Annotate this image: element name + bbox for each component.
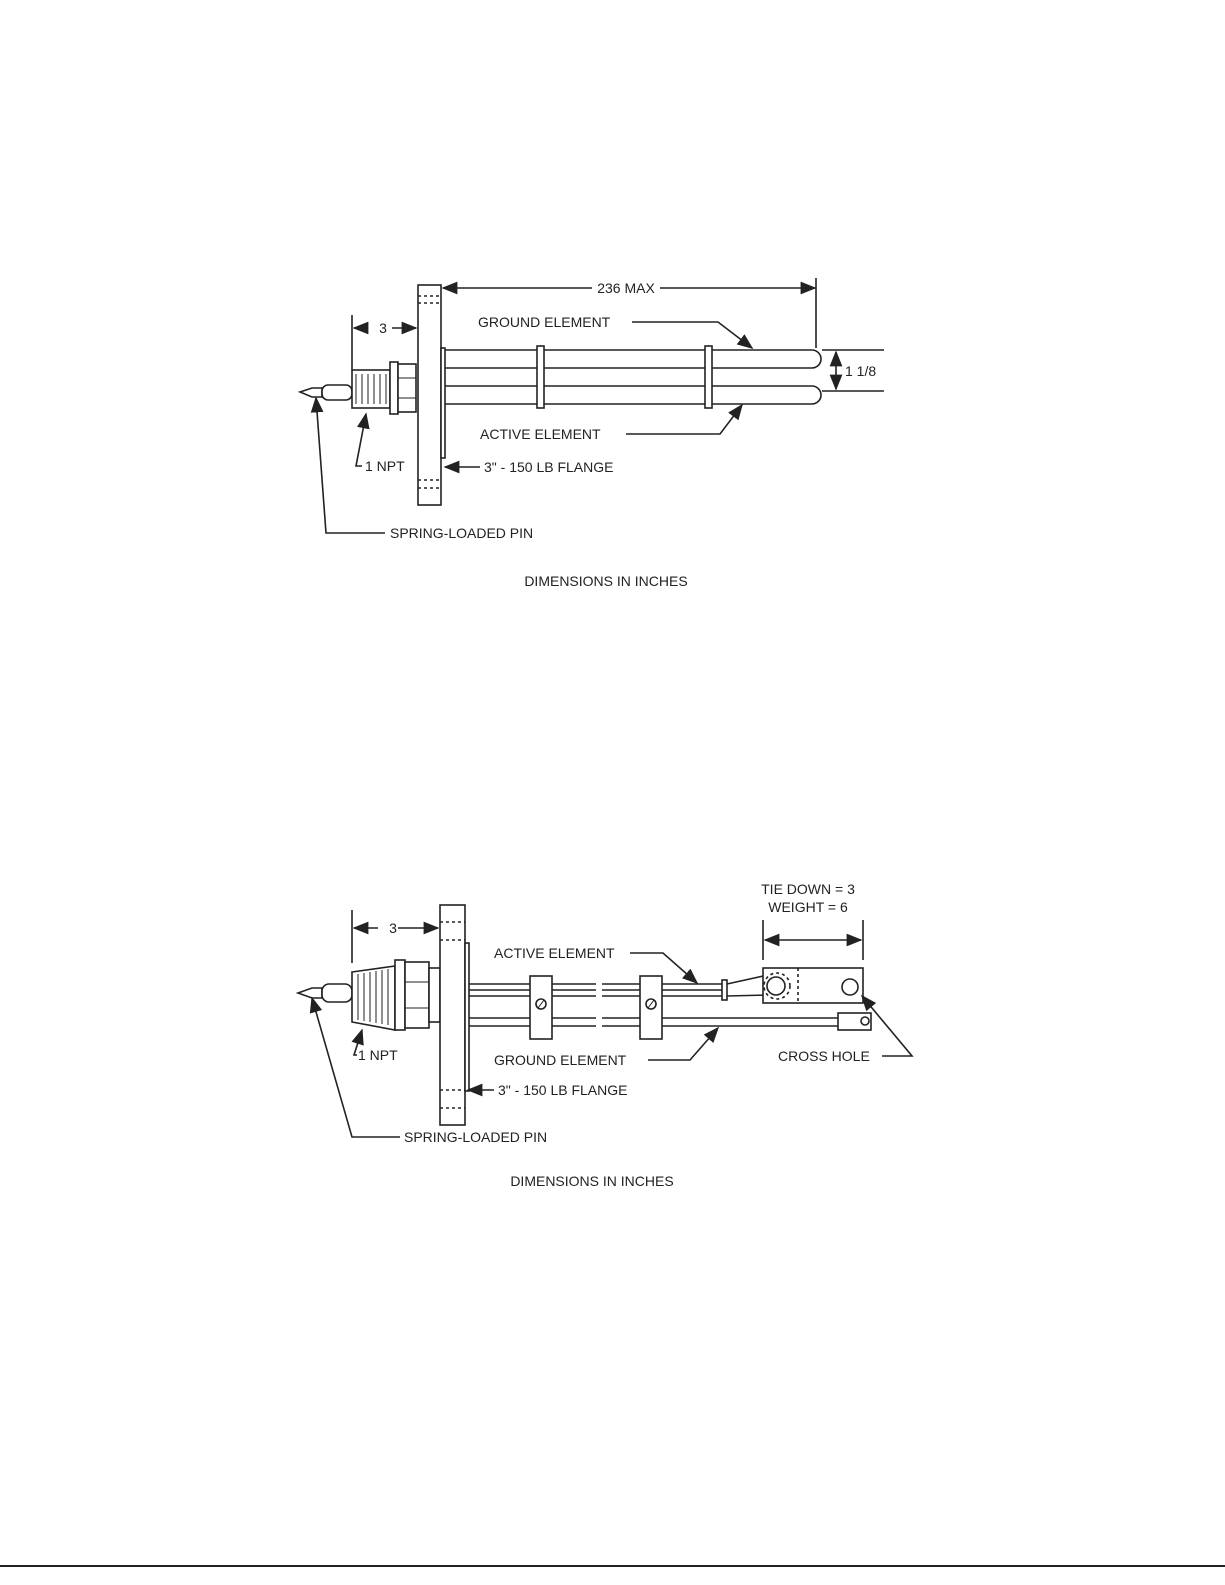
weight-dimension: WEIGHT = 6 [768,899,848,915]
pin-label: SPRING-LOADED PIN [404,1129,547,1145]
cross-hole [841,978,859,996]
npt-fitting [351,959,441,1031]
spacing-dimension: 1 1/8 [845,363,876,379]
figure-2-caption: DIMENSIONS IN INCHES [510,1173,673,1189]
ground-element-label: GROUND ELEMENT [478,314,611,330]
cable-clamp [639,975,663,1040]
spacer-clamp [704,345,713,409]
npt-label: 1 NPT [365,458,405,474]
spacer-clamp [536,345,545,409]
active-element-label: ACTIVE ELEMENT [494,945,615,961]
active-element-rod [445,385,822,405]
ground-element-rod [445,349,822,369]
offset-dimension: 3 [379,320,387,336]
flange [439,904,470,1126]
flange [417,284,446,506]
flange-label: 3" - 150 LB FLANGE [498,1082,627,1098]
flange-label: 3" - 150 LB FLANGE [484,459,613,475]
pin-label: SPRING-LOADED PIN [390,525,533,541]
spring-loaded-pin [295,983,353,1003]
cross-hole-label: CROSS HOLE [778,1048,870,1064]
spring-loaded-pin [297,384,353,401]
tie-down-weight [762,967,864,1004]
npt-label: 1 NPT [358,1047,398,1063]
ground-element-label: GROUND ELEMENT [494,1052,627,1068]
offset-dimension: 3 [389,920,397,936]
figure-2-cable-probe: TIE DOWN = 3 WEIGHT = 6 3 ACTIVE ELEMENT… [295,881,914,1189]
tie-down-dimension: TIE DOWN = 3 [761,881,855,897]
active-element-label: ACTIVE ELEMENT [480,426,601,442]
figure-1-caption: DIMENSIONS IN INCHES [524,573,687,589]
figure-1-rigid-probe: 236 MAX 3 1 1/8 GROUND ELEMENT ACTIVE EL… [297,278,884,589]
active-element-cable [469,974,769,1001]
page-bottom-rule [0,1565,1225,1567]
cable-clamp [529,975,553,1040]
npt-fitting [351,361,417,415]
length-dimension: 236 MAX [597,280,655,296]
